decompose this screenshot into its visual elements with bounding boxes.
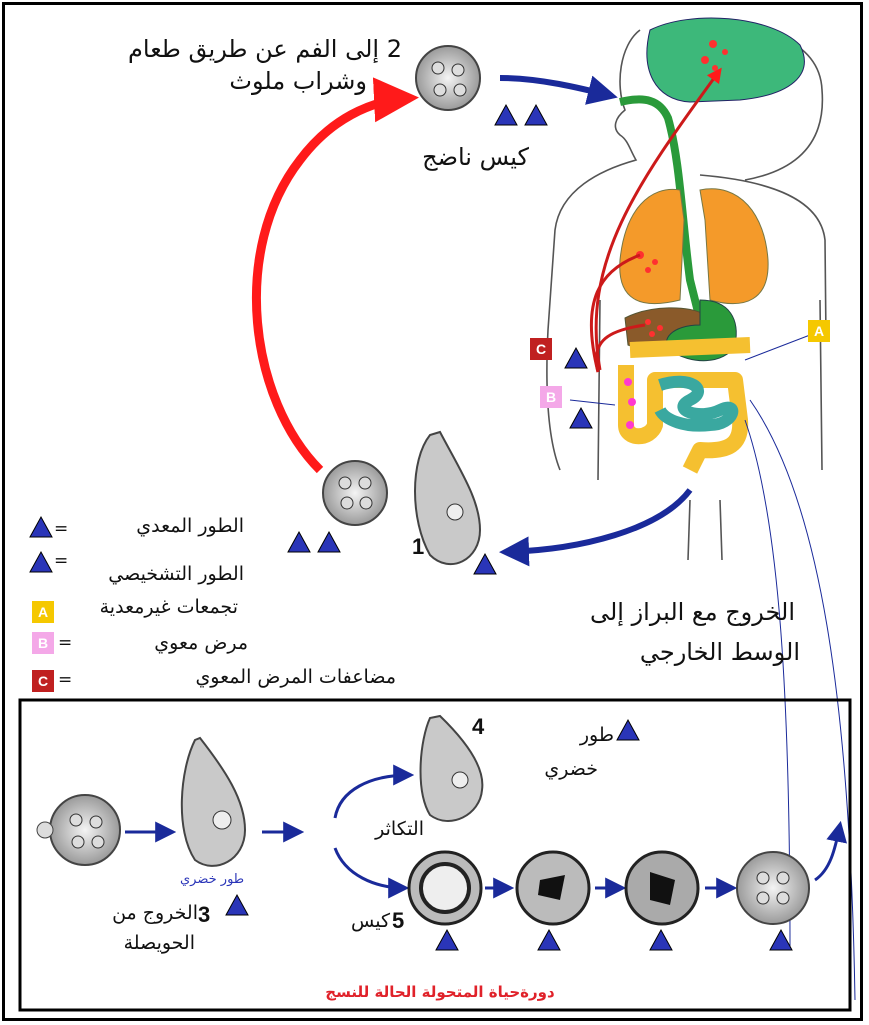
trophozoite-small-label: طور خضري	[180, 872, 244, 888]
step4-label-line1: طور	[560, 724, 614, 748]
exit-label-line1: الخروج مع البراز إلى	[555, 597, 795, 627]
legend-b-label: مرض معوي	[118, 632, 248, 656]
lifecycle-title: دورةحياة المتحولة الحالة للنسج	[270, 983, 610, 1002]
c-marker: C	[530, 338, 552, 360]
a-marker: A	[808, 320, 830, 342]
legend-a-box: A	[32, 601, 54, 623]
multiplication-label: التكاثر	[344, 818, 424, 842]
legend-a-label: تجمعات غيرمعدية	[80, 596, 238, 620]
human-body	[547, 28, 826, 561]
step3-label-line1: الخروج من	[80, 902, 198, 926]
step2-label-line1: 2 إلى الفم عن طريق طعام	[82, 34, 402, 64]
legend-d-eq: =	[54, 551, 68, 572]
excysting-cyst	[37, 795, 120, 865]
mature-cyst-label: كيس ناضج	[388, 142, 563, 172]
legend-b-eq: =	[58, 633, 72, 654]
legend-infective: الطور المعدي	[104, 515, 244, 539]
legend-diagnostic: الطور التشخيصي	[104, 563, 244, 587]
brain-shape	[647, 18, 804, 102]
trophozoite-stage1	[415, 432, 480, 564]
b-marker: B	[540, 386, 562, 408]
small-intestine-shape	[660, 382, 732, 426]
legend-c-label: مضاعفات المرض المعوي	[96, 666, 396, 690]
blue-arrow-to-mouth	[500, 78, 612, 96]
exit-label-line2: الوسط الخارجي	[560, 637, 800, 667]
right-lung-shape	[700, 189, 768, 304]
cyst-stage1	[323, 461, 387, 525]
legend-c-eq: =	[58, 670, 72, 691]
red-cycle-arrow	[256, 98, 410, 470]
step5-number: 5	[392, 908, 404, 934]
legend-b-box: B	[32, 632, 54, 654]
step2-label-line2: وشراب ملوث	[182, 66, 367, 96]
step1-number: 1	[412, 534, 424, 560]
cyst-label: كيس	[334, 910, 390, 934]
step4-label-line2: خضري	[520, 758, 598, 782]
blue-arrow-exit	[505, 490, 690, 552]
step3-number: 3	[198, 902, 210, 928]
lower-trophozoite	[182, 738, 245, 866]
legend-i-eq: =	[54, 519, 68, 540]
step4-number: 4	[472, 714, 484, 740]
step3-label-line2: الحويصلة	[95, 932, 195, 956]
legend-c-box: C	[32, 670, 54, 692]
mature-cyst-top	[416, 46, 480, 110]
